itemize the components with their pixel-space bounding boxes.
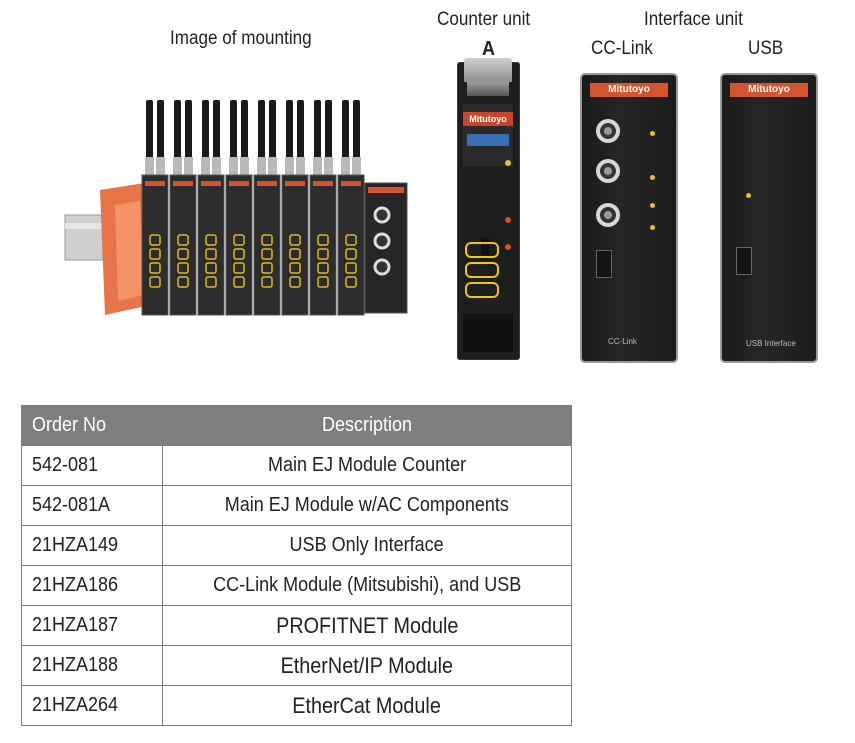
usb-unit-image: Mitutoyo USB Interface: [720, 73, 818, 363]
description-cell: EtherCat Module: [162, 685, 572, 726]
table-row: 21HZA264 EtherCat Module: [21, 685, 572, 726]
display-digit: [465, 262, 499, 278]
counter-unit-caption: Counter unit: [437, 9, 531, 30]
usb-port: [596, 250, 612, 278]
counter-model-caption: A: [482, 38, 496, 60]
power-led: [746, 193, 751, 198]
rotary-switch: [596, 119, 620, 143]
status-led: [650, 175, 655, 180]
table-row: 21HZA188 EtherNet/IP Module: [21, 645, 572, 686]
counter-bottom-connector: [463, 314, 513, 352]
description-cell: USB Only Interface: [162, 525, 572, 566]
counter-blue-stripe: [467, 134, 509, 146]
warning-led: [505, 217, 511, 223]
stacked-module: [169, 100, 197, 316]
display-digit: [465, 242, 499, 258]
display-digit: [465, 282, 499, 298]
order-no-cell: 21HZA187: [21, 605, 163, 646]
table-row: 21HZA149 USB Only Interface: [21, 525, 572, 566]
table-row: 21HZA187 PROFITNET Module: [21, 605, 572, 646]
cc-link-footer-label: CC-Link: [608, 337, 637, 346]
status-led: [505, 160, 511, 166]
power-led: [650, 131, 655, 136]
usb-port: [736, 247, 752, 275]
rotary-switch: [596, 203, 620, 227]
description-cell: Main EJ Module w/AC Components: [162, 485, 572, 526]
table-header-row: Order No Description: [21, 405, 572, 446]
stacked-module: [309, 100, 337, 316]
status-led: [650, 225, 655, 230]
stacked-module: [197, 100, 225, 316]
stacked-module: [225, 100, 253, 316]
description-cell: EtherNet/IP Module: [162, 645, 572, 686]
mounting-caption: Image of mounting: [170, 28, 312, 49]
description-cell: PROFITNET Module: [162, 605, 572, 646]
order-no-cell: 21HZA186: [21, 565, 163, 606]
usb-caption: USB: [748, 38, 784, 59]
brand-logo: Mitutoyo: [730, 83, 808, 97]
brand-logo: Mitutoyo: [463, 112, 513, 126]
stacked-module: [337, 100, 365, 316]
order-no-cell: 21HZA264: [21, 685, 163, 726]
order-no-cell: 21HZA188: [21, 645, 163, 686]
stacked-module: [281, 100, 309, 316]
table-row: 542-081A Main EJ Module w/AC Components: [21, 485, 572, 526]
brand-logo: Mitutoyo: [590, 83, 668, 97]
description-cell: Main EJ Module Counter: [162, 445, 572, 486]
usb-footer-label: USB Interface: [746, 339, 796, 348]
description-header: Description: [162, 405, 572, 446]
order-no-cell: 21HZA149: [21, 525, 163, 566]
connector-cap: [464, 58, 512, 82]
order-no-cell: 542-081: [21, 445, 163, 486]
table-row: 21HZA186 CC-Link Module (Mitsubishi), an…: [21, 565, 572, 606]
rotary-switch: [596, 159, 620, 183]
order-no-cell: 542-081A: [21, 485, 163, 526]
counter-unit-image: Mitutoyo: [457, 58, 520, 360]
connector-base: [467, 82, 509, 96]
alarm-led: [505, 244, 511, 250]
counter-slot: [481, 237, 489, 259]
description-cell: CC-Link Module (Mitsubishi), and USB: [162, 565, 572, 606]
order-table: Order No Description 542-081 Main EJ Mod…: [21, 405, 572, 726]
mounting-image: [64, 100, 408, 316]
interface-unit-caption: Interface unit: [644, 9, 743, 30]
stacked-module: [253, 100, 281, 316]
cc-link-unit-image: Mitutoyo CC-Link: [580, 73, 678, 363]
table-row: 542-081 Main EJ Module Counter: [21, 445, 572, 486]
order-no-header: Order No: [21, 405, 163, 446]
status-led: [650, 203, 655, 208]
cc-link-caption: CC-Link: [591, 38, 653, 59]
stacked-module: [141, 100, 169, 316]
